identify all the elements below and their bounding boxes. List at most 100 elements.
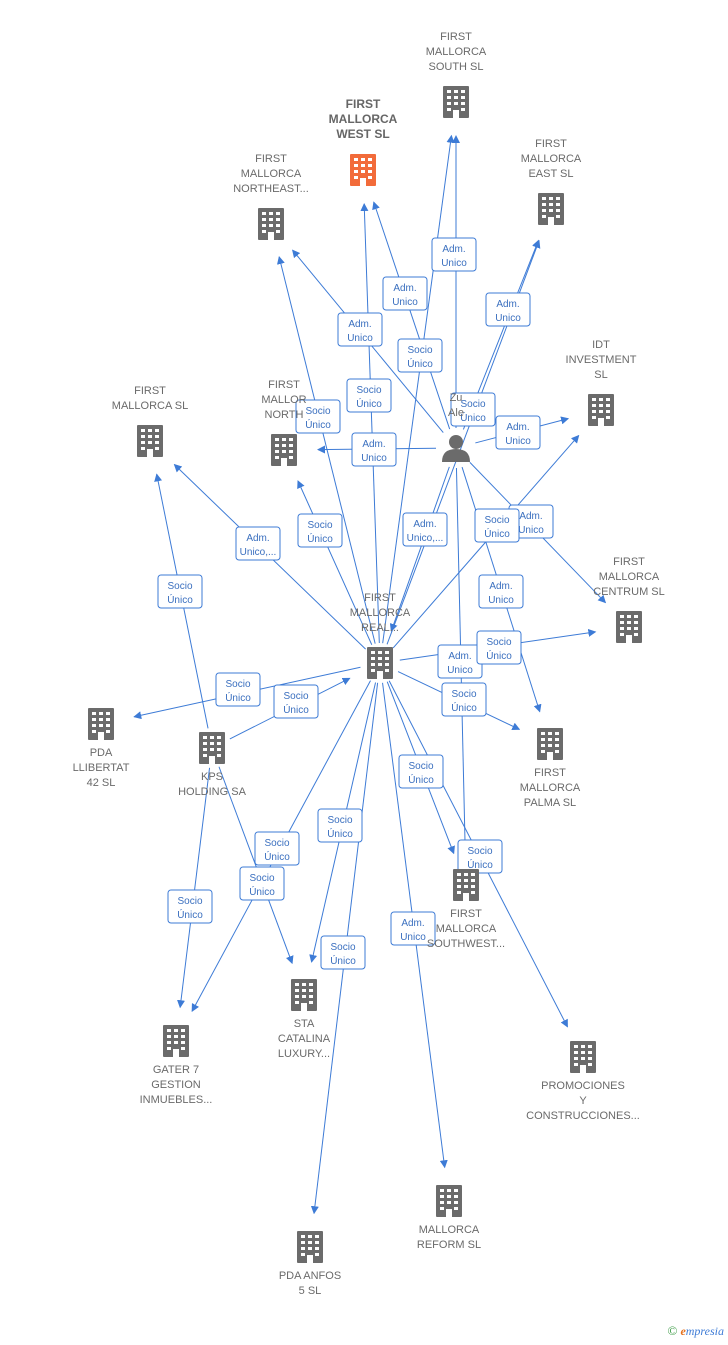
- node-label-line: SOUTHWEST...: [427, 938, 505, 950]
- edge-person-to-fm_west: [372, 201, 451, 430]
- edge-label-box: [351, 432, 397, 467]
- edge-fm_real-to-fm_south: [382, 134, 455, 644]
- edge-kps-to-gater: [177, 767, 211, 1009]
- node-gater[interactable]: GATER 7GESTIONINMUEBLES...: [140, 1025, 213, 1106]
- edge-label[interactable]: Adm.Unico: [478, 574, 524, 609]
- node-label-line: FIRST: [535, 138, 567, 150]
- edge-label-line: Socio: [486, 637, 511, 648]
- building-icon-highlighted: [350, 154, 376, 186]
- node-label-line: GESTION: [151, 1079, 201, 1091]
- edge-label[interactable]: Adm.Unico: [431, 237, 477, 272]
- brand-name: mpresia: [685, 1324, 724, 1338]
- edge-label-box: [450, 392, 496, 427]
- node-label-line: IDT: [592, 339, 610, 351]
- edge-label-line: Único: [407, 357, 433, 370]
- building-icon: [570, 1041, 596, 1073]
- building-icon: [436, 1185, 462, 1217]
- edge-label-line: Socio: [249, 873, 274, 884]
- edge-label-line: Adm.: [519, 511, 542, 522]
- edge-label[interactable]: Adm.Unico: [508, 504, 554, 539]
- edge-label[interactable]: Adm.Unico,...: [235, 526, 281, 561]
- edge-label-line: Unico: [505, 436, 531, 447]
- node-fm_real[interactable]: FIRSTMALLORCAREAL...: [350, 592, 411, 679]
- edge-label-box: [495, 415, 541, 450]
- node-promociones[interactable]: PROMOCIONESYCONSTRUCCIONES...: [526, 1041, 640, 1122]
- edge-label-line: Único: [307, 532, 333, 545]
- edge-label-line: Único: [330, 954, 356, 967]
- edge-label[interactable]: Adm.Unico: [437, 644, 483, 679]
- node-sta_catalina[interactable]: STACATALINALUXURY...: [278, 979, 331, 1060]
- empresia-brand[interactable]: ©empresia: [668, 1323, 724, 1339]
- edge-label-line: Unico: [495, 313, 521, 324]
- edge-label[interactable]: Adm.Unico: [495, 415, 541, 450]
- node-label-line: FIRST: [255, 153, 287, 165]
- edge-label-line: Socio: [484, 515, 509, 526]
- node-label-line: PALMA SL: [524, 797, 576, 809]
- edge-label-line: Unico: [400, 932, 426, 943]
- edge-label-box: [297, 513, 343, 548]
- edge-label[interactable]: Adm.Unico: [382, 276, 428, 311]
- edge-label-line: Socio: [225, 679, 250, 690]
- edge-label[interactable]: Adm.Unico: [351, 432, 397, 467]
- edge-label-box: [474, 508, 520, 543]
- edge-label-line: Unico,...: [240, 547, 277, 558]
- edge-label[interactable]: Adm.Unico: [337, 312, 383, 347]
- node-label-line: FIRST: [364, 592, 396, 604]
- edge-label-line: Unico: [361, 453, 387, 464]
- node-fm_southwest[interactable]: FIRSTMALLORCASOUTHWEST...: [427, 869, 505, 950]
- edge-label-box: [397, 338, 443, 373]
- edge-label-box: [157, 574, 203, 609]
- node-label-line: MALLORCA: [436, 923, 497, 935]
- edge-label[interactable]: Adm.Unico: [485, 292, 531, 327]
- node-label-line: SL: [594, 369, 607, 381]
- node-fm_northeast[interactable]: FIRSTMALLORCANORTHEAST...: [233, 153, 309, 240]
- building-icon: [88, 708, 114, 740]
- edge-label[interactable]: Adm.Unico: [390, 911, 436, 946]
- node-label-line: PDA: [90, 747, 113, 759]
- node-label-line: NORTH: [265, 409, 304, 421]
- edge-label-box: [398, 754, 444, 789]
- edge-fm_real-to-fm_northeast: [276, 256, 376, 644]
- edge-label-box: [254, 831, 300, 866]
- edge-label-line: Socio: [167, 581, 192, 592]
- node-label-line: MALLORCA: [599, 571, 660, 583]
- edge-label-box: [215, 672, 261, 707]
- edge-label-box: [346, 378, 392, 413]
- node-label-line: 42 SL: [87, 777, 116, 789]
- edge-label[interactable]: Adm.Unico,...: [402, 512, 448, 547]
- node-label-line: SOUTH SL: [428, 61, 483, 73]
